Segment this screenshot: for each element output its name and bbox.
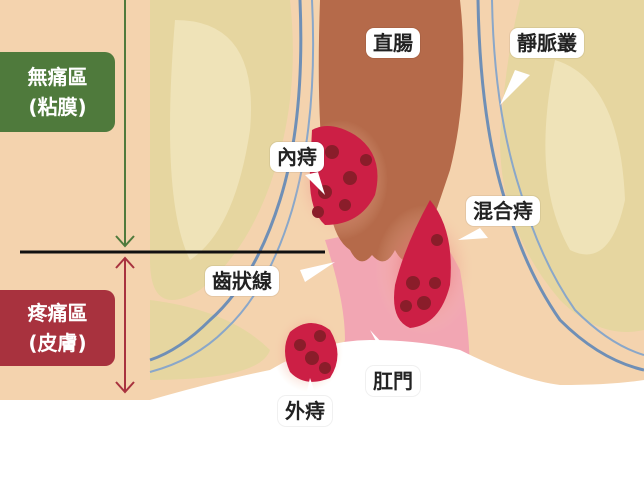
internal-hemorrhoid-label: 內痔 — [270, 142, 324, 172]
external-hemorrhoid-spots — [294, 330, 331, 374]
painful-zone-arrowhead-bottom — [115, 381, 135, 394]
painless-zone-title: 無痛區 — [27, 65, 88, 89]
muscle-left-inner — [170, 20, 252, 260]
rectum-label-pointer — [500, 70, 530, 105]
internal-label-pointer — [305, 172, 325, 195]
vessel-left — [149, 0, 303, 362]
mixed-label-pointer — [458, 228, 488, 240]
dentate-label-pointer — [300, 262, 335, 282]
vessel-right-2 — [491, 0, 644, 356]
rectum-label: 直腸 — [366, 28, 420, 58]
painful-zone-arrowhead-top — [115, 256, 135, 269]
painless-zone-arrowhead — [115, 235, 135, 248]
outside-area-left — [0, 400, 150, 483]
painful-zone-subtitle: (皮膚) — [28, 331, 87, 355]
internal-hemorrhoid-spots — [312, 145, 372, 218]
dentate-line-label: 齒狀線 — [205, 266, 279, 296]
painful-zone-label: 疼痛區 (皮膚) — [0, 290, 115, 366]
outside-area — [150, 340, 644, 483]
vessel-right — [476, 0, 644, 372]
mixed-hemorrhoid — [394, 200, 451, 328]
anus-label: 肛門 — [366, 366, 420, 396]
painless-zone-label: 無痛區 (粘膜) — [0, 52, 115, 132]
mixed-hemorrhoid-spots — [400, 234, 443, 312]
mixed-hemorrhoid-label: 混合痔 — [466, 196, 540, 226]
muscle-right-inner — [545, 60, 625, 255]
venous-plexus-label: 靜脈叢 — [510, 28, 584, 58]
painless-zone-subtitle: (粘膜) — [28, 95, 87, 119]
painful-zone-title: 疼痛區 — [27, 301, 88, 325]
anus-label-pointer — [370, 330, 398, 360]
muscle-left-lower — [150, 300, 270, 380]
external-hemorrhoid-label: 外痔 — [278, 396, 332, 426]
